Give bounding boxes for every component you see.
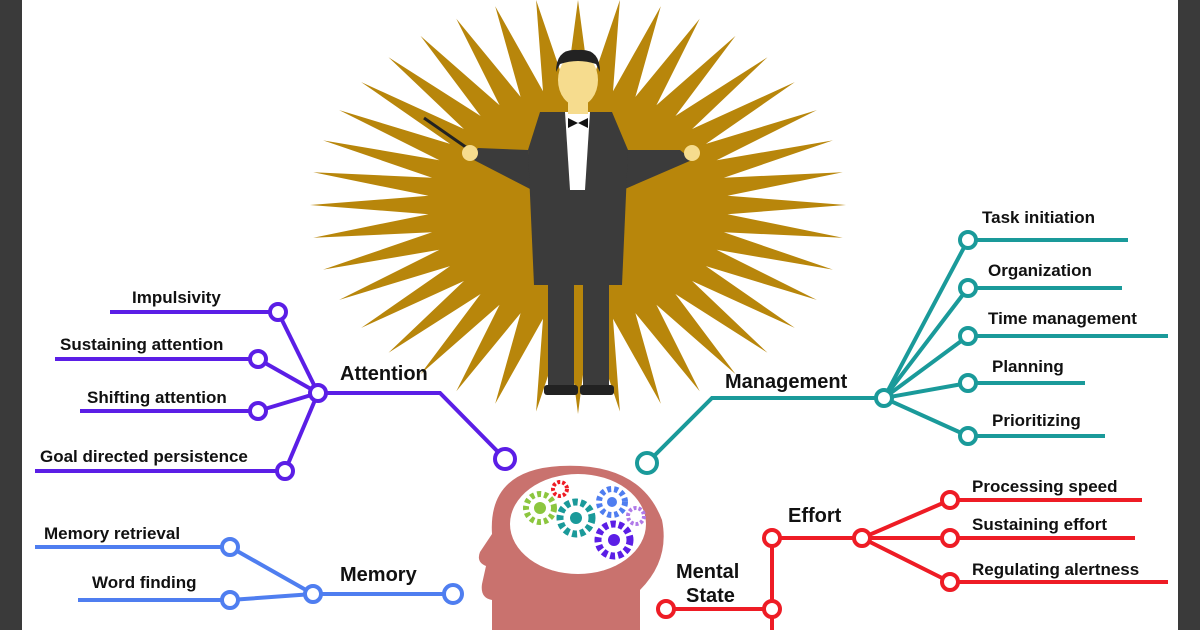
memory-node-word bbox=[220, 590, 240, 610]
memory-nodes bbox=[220, 537, 464, 610]
management-item-label: Time management bbox=[988, 309, 1137, 328]
memory-node-retrieval bbox=[220, 537, 240, 557]
attention-node-shifting bbox=[248, 401, 268, 421]
memory-item-label: Word finding bbox=[92, 573, 197, 592]
management-item-label: Organization bbox=[988, 261, 1092, 280]
attention-nodes bbox=[248, 302, 517, 481]
effort-branch bbox=[658, 498, 1168, 630]
management-node-organization bbox=[958, 278, 978, 298]
management-node-end bbox=[635, 451, 659, 475]
management-item-label: Task initiation bbox=[982, 208, 1095, 227]
attention-item-label: Sustaining attention bbox=[60, 335, 223, 354]
attention-item-label: Goal directed persistence bbox=[40, 447, 248, 466]
management-node-prioritizing bbox=[958, 426, 978, 446]
effort-item-label: Sustaining effort bbox=[972, 515, 1107, 534]
brain-gears-icon bbox=[523, 480, 646, 560]
memory-hub-label: Memory bbox=[340, 564, 418, 586]
management-item-label: Planning bbox=[992, 357, 1064, 376]
attention-hub-label: Attention bbox=[340, 363, 428, 385]
mental-state-node-hub bbox=[762, 599, 782, 619]
management-node-planning bbox=[958, 373, 978, 393]
effort-nodes bbox=[656, 490, 960, 619]
effort-node-hub bbox=[852, 528, 872, 548]
effort-node-sustaining bbox=[940, 528, 960, 548]
attention-node-impulsivity bbox=[268, 302, 288, 322]
right-border-bar bbox=[1178, 0, 1200, 630]
attention-item-label: Impulsivity bbox=[132, 288, 221, 307]
memory-item-label: Memory retrieval bbox=[44, 524, 180, 543]
management-node-task bbox=[958, 230, 978, 250]
management-branch bbox=[645, 238, 1168, 465]
attention-node-goal bbox=[275, 461, 295, 481]
management-hub-label: Management bbox=[725, 371, 848, 393]
memory-node-hub bbox=[303, 584, 323, 604]
memory-node-end bbox=[442, 583, 464, 605]
conductor-figure-icon bbox=[423, 49, 700, 395]
head-silhouette-icon bbox=[478, 465, 664, 630]
management-node-hub bbox=[874, 388, 894, 408]
attention-node-sustaining bbox=[248, 349, 268, 369]
management-item-label: Prioritizing bbox=[992, 411, 1081, 430]
management-nodes bbox=[635, 230, 978, 475]
mental-state-label-line2: State bbox=[686, 585, 735, 607]
left-border-bar bbox=[0, 0, 22, 630]
mental-state-node-left bbox=[656, 599, 676, 619]
mental-state-label-line1: Mental bbox=[676, 561, 739, 583]
attention-branch bbox=[35, 310, 507, 473]
attention-item-label: Shifting attention bbox=[87, 388, 227, 407]
effort-item-label: Regulating alertness bbox=[972, 560, 1139, 579]
effort-node-processing bbox=[940, 490, 960, 510]
effort-node-regulating bbox=[940, 572, 960, 592]
effort-node-corner bbox=[762, 528, 782, 548]
management-node-time bbox=[958, 326, 978, 346]
attention-node-hub bbox=[308, 383, 328, 403]
effort-item-label: Processing speed bbox=[972, 477, 1118, 496]
effort-hub-label: Effort bbox=[788, 505, 842, 527]
attention-node-end bbox=[493, 447, 517, 471]
